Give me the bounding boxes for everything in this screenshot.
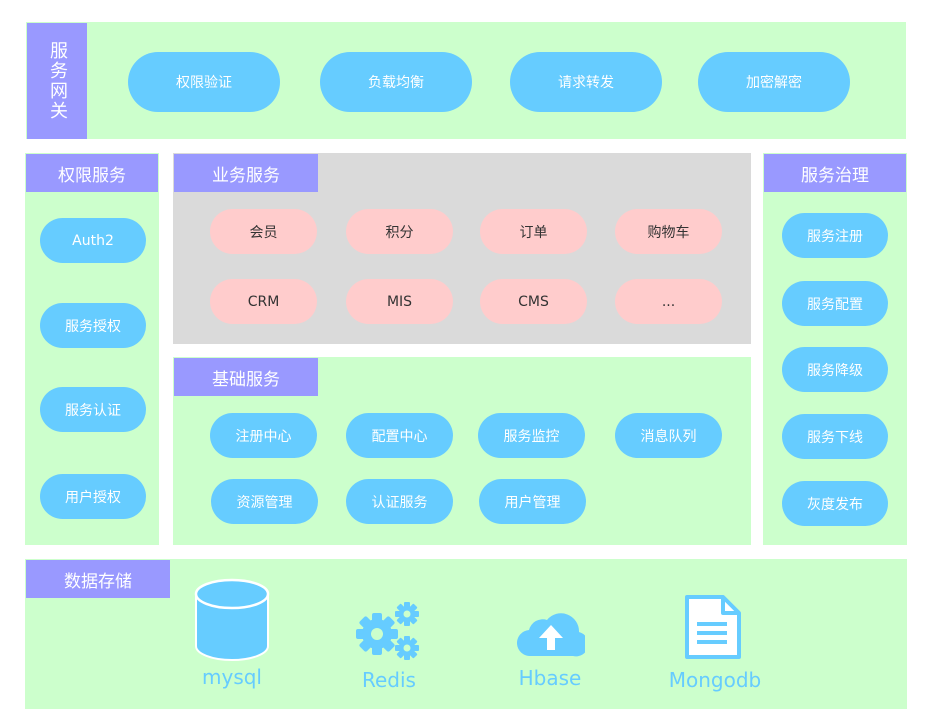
basic-title: 基础服务 [174, 358, 318, 396]
gateway-item-load-balance: 负载均衡 [320, 52, 472, 112]
business-item-more: ... [615, 279, 722, 324]
storage-label-mongodb: Mongodb [668, 668, 762, 692]
basic-item-message-queue: 消息队列 [615, 413, 722, 458]
auth-item-auth2: Auth2 [40, 218, 146, 263]
governance-item-config: 服务配置 [782, 281, 888, 326]
gateway-title: 服务网关 [27, 23, 87, 139]
cloud-upload-icon [517, 613, 585, 657]
business-item-member: 会员 [210, 209, 317, 254]
business-item-cart: 购物车 [615, 209, 722, 254]
auth-item-service-authorize: 服务授权 [40, 303, 146, 348]
auth-title: 权限服务 [26, 154, 158, 192]
governance-item-gray-release: 灰度发布 [782, 481, 888, 526]
basic-item-registry: 注册中心 [210, 413, 317, 458]
governance-item-offline: 服务下线 [782, 414, 888, 459]
database-icon [194, 578, 270, 661]
governance-item-degrade: 服务降级 [782, 347, 888, 392]
business-item-order: 订单 [480, 209, 587, 254]
basic-item-monitoring: 服务监控 [478, 413, 585, 458]
storage-label-mysql: mysql [202, 665, 262, 689]
storage-label-redis: Redis [362, 668, 416, 692]
business-item-cms: CMS [480, 279, 587, 324]
basic-item-auth-service: 认证服务 [346, 479, 453, 524]
business-item-crm: CRM [210, 279, 317, 324]
basic-item-resource-mgmt: 资源管理 [211, 479, 318, 524]
auth-item-service-authenticate: 服务认证 [40, 387, 146, 432]
storage-label-hbase: Hbase [518, 666, 582, 690]
gears-icon [356, 602, 419, 660]
gateway-item-request-forward: 请求转发 [510, 52, 662, 112]
storage-title: 数据存储 [26, 560, 170, 598]
basic-item-user-mgmt: 用户管理 [479, 479, 586, 524]
governance-item-register: 服务注册 [782, 213, 888, 258]
business-item-points: 积分 [346, 209, 453, 254]
document-icon [685, 595, 741, 659]
governance-title: 服务治理 [764, 154, 906, 192]
storage-panel [25, 559, 907, 709]
auth-item-user-authorize: 用户授权 [40, 474, 146, 519]
gateway-item-auth-check: 权限验证 [128, 52, 280, 112]
business-title: 业务服务 [174, 154, 318, 192]
gateway-title-text: 服务网关 [47, 41, 68, 121]
business-item-mis: MIS [346, 279, 453, 324]
basic-item-config-center: 配置中心 [346, 413, 453, 458]
gateway-item-encrypt-decrypt: 加密解密 [698, 52, 850, 112]
